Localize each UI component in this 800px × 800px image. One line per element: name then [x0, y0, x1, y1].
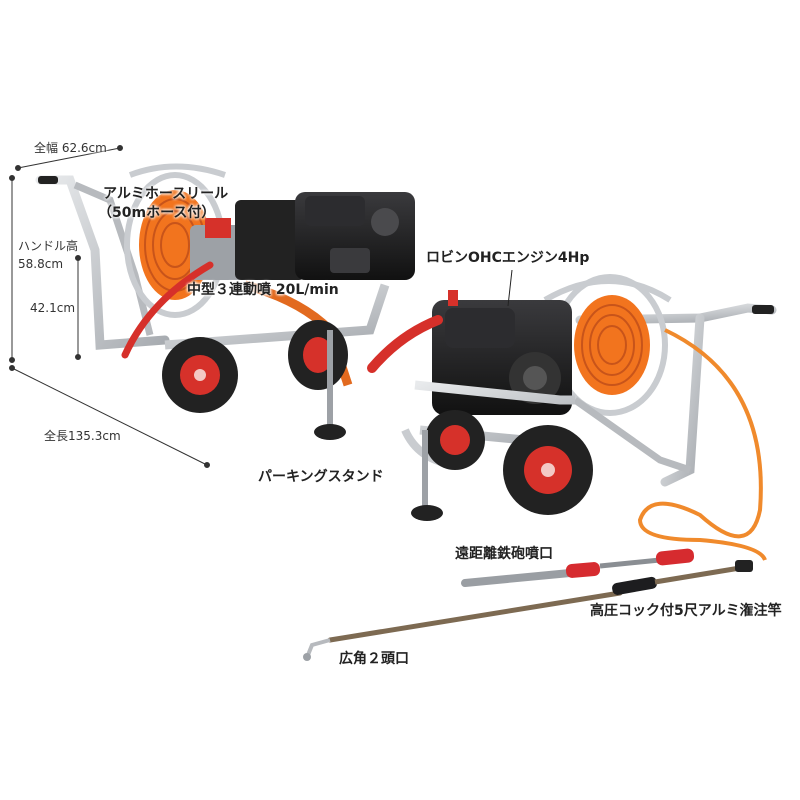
- hose-reel-label: アルミホースリール: [103, 186, 229, 202]
- mid-height-label: 42.1cm: [30, 301, 76, 315]
- sprayer-left: [35, 163, 415, 440]
- pump-label: 中型３連動噴 20L/min: [187, 282, 339, 298]
- length-dimension-label: 全長135.3cm: [44, 429, 121, 443]
- hose-reel-note: （50mホース付）: [98, 205, 216, 221]
- handle-height-label: ハンドル高: [18, 239, 79, 253]
- wide-nozzle-label: 広角２頭口: [339, 651, 409, 667]
- long-range-nozzle-label: 遠距離鉄砲噴口: [455, 546, 553, 562]
- sprayer-right: [367, 274, 777, 561]
- lance: [303, 560, 753, 661]
- engine-leader-line: [507, 269, 513, 307]
- handle-height-value: 58.8cm: [18, 257, 64, 271]
- width-dimension-label: 全幅 62.6cm: [34, 141, 107, 155]
- handle-grip-icon: [752, 305, 774, 314]
- dimension-lines: [9, 145, 210, 468]
- handle-grip-icon: [38, 176, 58, 184]
- parking-stand-label: パーキングスタンド: [258, 469, 384, 485]
- engine-label: ロビンOHCエンジン4Hp: [426, 250, 590, 266]
- long-range-nozzle: [461, 548, 695, 587]
- wide-nozzle-head-icon: [303, 653, 311, 661]
- parking-stand-foot-icon: [314, 424, 346, 440]
- lance-label: 高圧コック付5尺アルミ潅注竿: [590, 603, 782, 619]
